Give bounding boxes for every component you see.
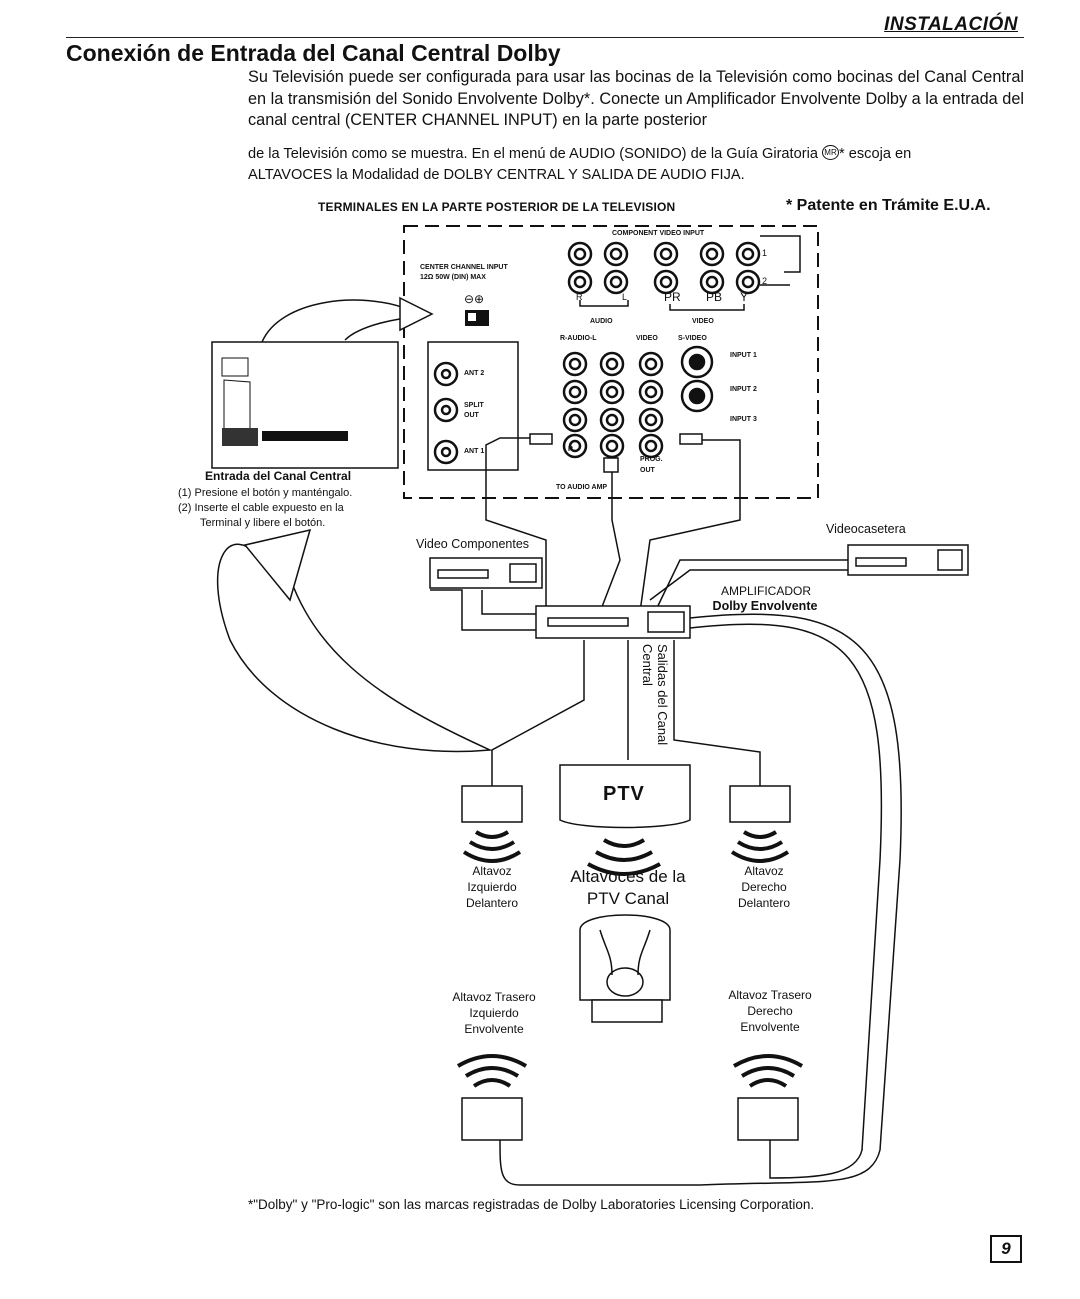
ant2-label: ANT 2 <box>464 370 485 377</box>
rear-right-speaker <box>737 1097 799 1141</box>
videocasetera-label: Videocasetera <box>826 522 906 536</box>
video-label: VIDEO <box>692 318 714 325</box>
trademark-footnote: *"Dolby" y "Pro-logic" son las marcas re… <box>248 1197 815 1212</box>
l-label: L <box>622 292 628 302</box>
video-componentes-label: Video Componentes <box>416 537 530 551</box>
page-title: Conexión de Entrada del Canal Central Do… <box>66 40 561 66</box>
intro-paragraph-2: de la Televisión como se muestra. En el … <box>248 144 1024 186</box>
split-label: SPLIT <box>464 402 484 409</box>
input2-label: INPUT 2 <box>730 386 757 393</box>
video-row-label: VIDEO <box>636 335 658 342</box>
inset-step1: (1) Presione el botón y manténgalo. <box>178 487 353 499</box>
header-rule <box>66 37 1024 38</box>
row1-mark: 1 <box>762 248 768 258</box>
out-label: OUT <box>464 412 479 419</box>
inset-title: Entrada del Canal Central <box>205 469 352 483</box>
component-input-label: COMPONENT VIDEO INPUT <box>612 230 705 237</box>
inset-step2a: (2) Inserte el cable expuesto en la <box>178 502 344 514</box>
component-jacks <box>433 241 761 465</box>
rear-left-line2: Izquierdo <box>469 1006 519 1020</box>
listener-chair <box>579 914 671 1023</box>
section-heading: Instalación <box>884 14 1018 35</box>
r-audio-l-label: R-AUDIO-L <box>560 335 597 342</box>
r-small-label: R <box>568 446 574 453</box>
component-bracket <box>760 235 801 273</box>
ptv-label: PTV <box>603 783 645 805</box>
diagram-caption: TERMINALES EN LA PARTE POSTERIOR DE LA T… <box>318 200 676 214</box>
prog-label: PROG. <box>640 456 663 463</box>
center-channel-label: CENTER CHANNEL INPUT <box>420 264 508 271</box>
terminal-arrow <box>261 299 411 343</box>
ant1-label: ANT 1 <box>464 448 485 455</box>
row2-mark: 2 <box>762 276 768 286</box>
mr-mark-icon: MR <box>822 145 840 160</box>
front-right-label: Altavoz Derecho Delantero <box>712 863 816 911</box>
front-left-line2: Izquierdo <box>467 880 517 894</box>
front-right-speaker <box>729 785 791 823</box>
tv-rear-panel <box>403 225 819 499</box>
intro-text-2a: de la Televisión como se muestra. En el … <box>248 146 818 162</box>
front-right-line2: Derecho <box>741 880 787 894</box>
audio-label: AUDIO <box>590 318 613 325</box>
polarity-label: ⊖⊕ <box>464 292 485 306</box>
intro-paragraph: Su Televisión puede ser configurada para… <box>248 68 1024 129</box>
rear-left-label: Altavoz Trasero Izquierdo Envolvente <box>434 989 554 1037</box>
front-left-label: Altavoz Izquierdo Delantero <box>440 863 544 911</box>
rear-right-line2: Derecho <box>747 1004 793 1018</box>
rear-left-speaker <box>461 1097 523 1141</box>
rear-left-line3: Envolvente <box>464 1022 524 1036</box>
inset-step2b: Terminal y libere el botón. <box>200 517 326 529</box>
front-left-line1: Altavoz <box>472 864 512 878</box>
antenna-block <box>427 341 519 471</box>
page-number: 9 <box>990 1235 1022 1263</box>
center-channel-rating: 12Ω 50W (DIN) MAX <box>420 274 486 281</box>
input1-label: INPUT 1 <box>730 352 757 359</box>
center-line1: Altavoces de la <box>570 867 686 886</box>
rear-left-line1: Altavoz Trasero <box>452 990 536 1004</box>
rear-right-label: Altavoz Trasero Derecho Envolvente <box>710 987 830 1035</box>
front-right-line1: Altavoz <box>744 864 784 878</box>
pb-label: PB <box>706 290 723 304</box>
prog-out-label: OUT <box>640 467 655 474</box>
center-speaker-label: Altavoces de la PTV Canal <box>548 866 708 910</box>
front-right-line3: Delantero <box>737 896 791 910</box>
front-left-speaker <box>461 785 523 823</box>
pr-label: PR <box>664 290 681 304</box>
to-audio-amp-label: TO AUDIO AMP <box>556 484 608 491</box>
amplifier-label-2: Dolby Envolvente <box>712 599 818 613</box>
y-label: Y <box>740 290 749 304</box>
salidas-label: Salidas del Canal Central <box>640 644 670 746</box>
input3-label: INPUT 3 <box>730 416 757 423</box>
sound-waves <box>456 830 804 1088</box>
intro-text-2c: ALTAVOCES la Modalidad de DOLBY CENTRAL … <box>248 167 745 183</box>
center-line2: PTV Canal <box>586 889 670 908</box>
front-left-line3: Delantero <box>465 896 519 910</box>
intro-text-2b: * escoja en <box>839 146 912 162</box>
ptv-shape <box>559 764 691 829</box>
patent-note: * Patente en Trámite E.U.A. <box>786 197 991 214</box>
svideo-label: S-VIDEO <box>678 335 707 342</box>
rear-right-line3: Envolvente <box>740 1020 800 1034</box>
r-label: R <box>576 292 583 302</box>
amplifier-label-1: AMPLIFICADOR <box>720 584 811 598</box>
rear-right-line1: Altavoz Trasero <box>728 988 812 1002</box>
